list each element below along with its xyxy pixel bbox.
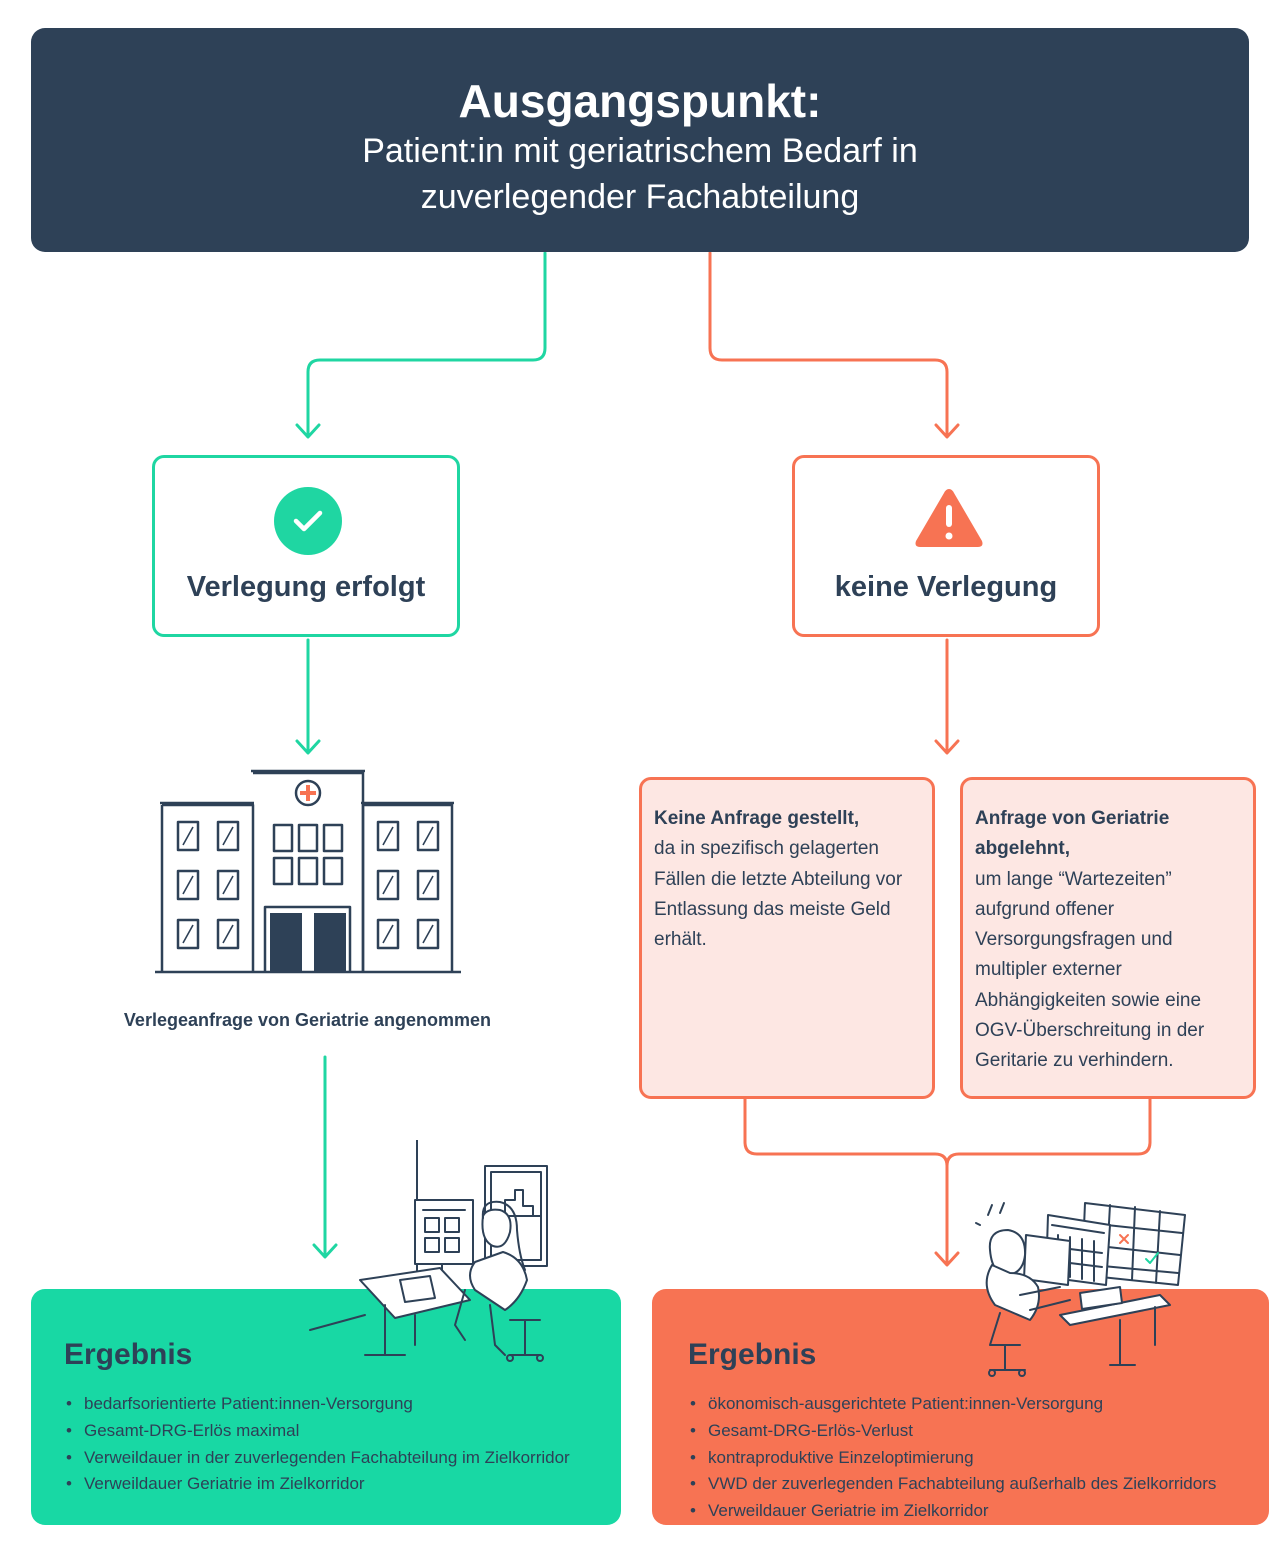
list-item: kontraproduktive Einzeloptimierung: [690, 1445, 1269, 1472]
status-box-no-transfer: keine Verlegung: [792, 455, 1100, 637]
list-item: ökonomisch-ausgerichtete Patient:innen-V…: [690, 1391, 1269, 1418]
reason2-heading: Anfrage von Geriatrie abgelehnt,: [975, 808, 1170, 860]
arrowhead-result-green: [312, 1243, 338, 1259]
list-item: bedarfsorientierte Patient:innen-Versorg…: [66, 1391, 621, 1418]
list-item: Verweildauer Geriatrie im Zielkorridor: [66, 1471, 621, 1498]
list-item: VWD der zuverlegenden Fachabteilung auße…: [690, 1471, 1269, 1498]
reason-box-no-request: Keine Anfrage gestellt, da in spezifisch…: [639, 777, 935, 1099]
arrowhead-ok-top: [295, 423, 321, 439]
header-subtitle-line1: Patient:in mit geriatrischem Bedarf in: [362, 132, 918, 170]
arrowhead-no-top: [934, 423, 960, 439]
connector-reasons-merge: [743, 1097, 1152, 1266]
result-title-positive: Ergebnis: [64, 1338, 193, 1371]
connector-header-to-ok: [306, 251, 547, 438]
result-title-negative: Ergebnis: [688, 1338, 817, 1371]
accepted-label: Verlegeanfrage von Geriatrie angenommen: [123, 1010, 492, 1030]
header-subtitle-line2: zuverlegender Fachabteilung: [420, 178, 860, 216]
result-box-positive: Ergebnis bedarfsorientierte Patient:inne…: [31, 1289, 621, 1525]
arrowhead-result-red: [934, 1251, 960, 1267]
header-banner: Ausgangspunkt: Patient:in mit geriatrisc…: [31, 28, 1249, 252]
status-label-transfer-done: Verlegung erfolgt: [186, 571, 426, 603]
reason2-text: um lange “Wartezeiten” aufgrund offener …: [975, 868, 1205, 1072]
list-item: Gesamt-DRG-Erlös maximal: [66, 1418, 621, 1445]
reason1-text: da in spezifisch gelagerten Fällen die l…: [654, 838, 903, 951]
result-list-negative: ökonomisch-ausgerichtete Patient:innen-V…: [688, 1391, 1269, 1525]
calm-worker-illustration-icon: [309, 1140, 548, 1362]
stressed-worker-illustration-icon: [975, 1202, 1186, 1377]
status-box-transfer-done: Verlegung erfolgt: [152, 455, 460, 637]
list-item: Gesamt-DRG-Erlös-Verlust: [690, 1418, 1269, 1445]
list-item: Verweildauer in der zuverlegenden Fachab…: [66, 1445, 621, 1472]
warning-triangle-icon: [915, 489, 983, 547]
hospital-building-icon: [155, 769, 461, 974]
arrowhead-reasons: [934, 739, 960, 755]
reason-box-rejected: Anfrage von Geriatrie abgelehnt, um lang…: [960, 777, 1256, 1099]
result-box-negative: Ergebnis ökonomisch-ausgerichtete Patien…: [652, 1289, 1269, 1525]
result-list-positive: bedarfsorientierte Patient:innen-Versorg…: [64, 1391, 621, 1498]
header-title: Ausgangspunkt:: [458, 75, 822, 127]
arrowhead-hospital: [295, 739, 321, 755]
status-label-no-transfer: keine Verlegung: [834, 571, 1058, 603]
check-circle-icon: [274, 487, 342, 555]
reason1-heading: Keine Anfrage gestellt,: [654, 808, 860, 829]
connector-header-to-no: [708, 251, 949, 438]
list-item: Verweildauer Geriatrie im Zielkorridor: [690, 1498, 1269, 1525]
